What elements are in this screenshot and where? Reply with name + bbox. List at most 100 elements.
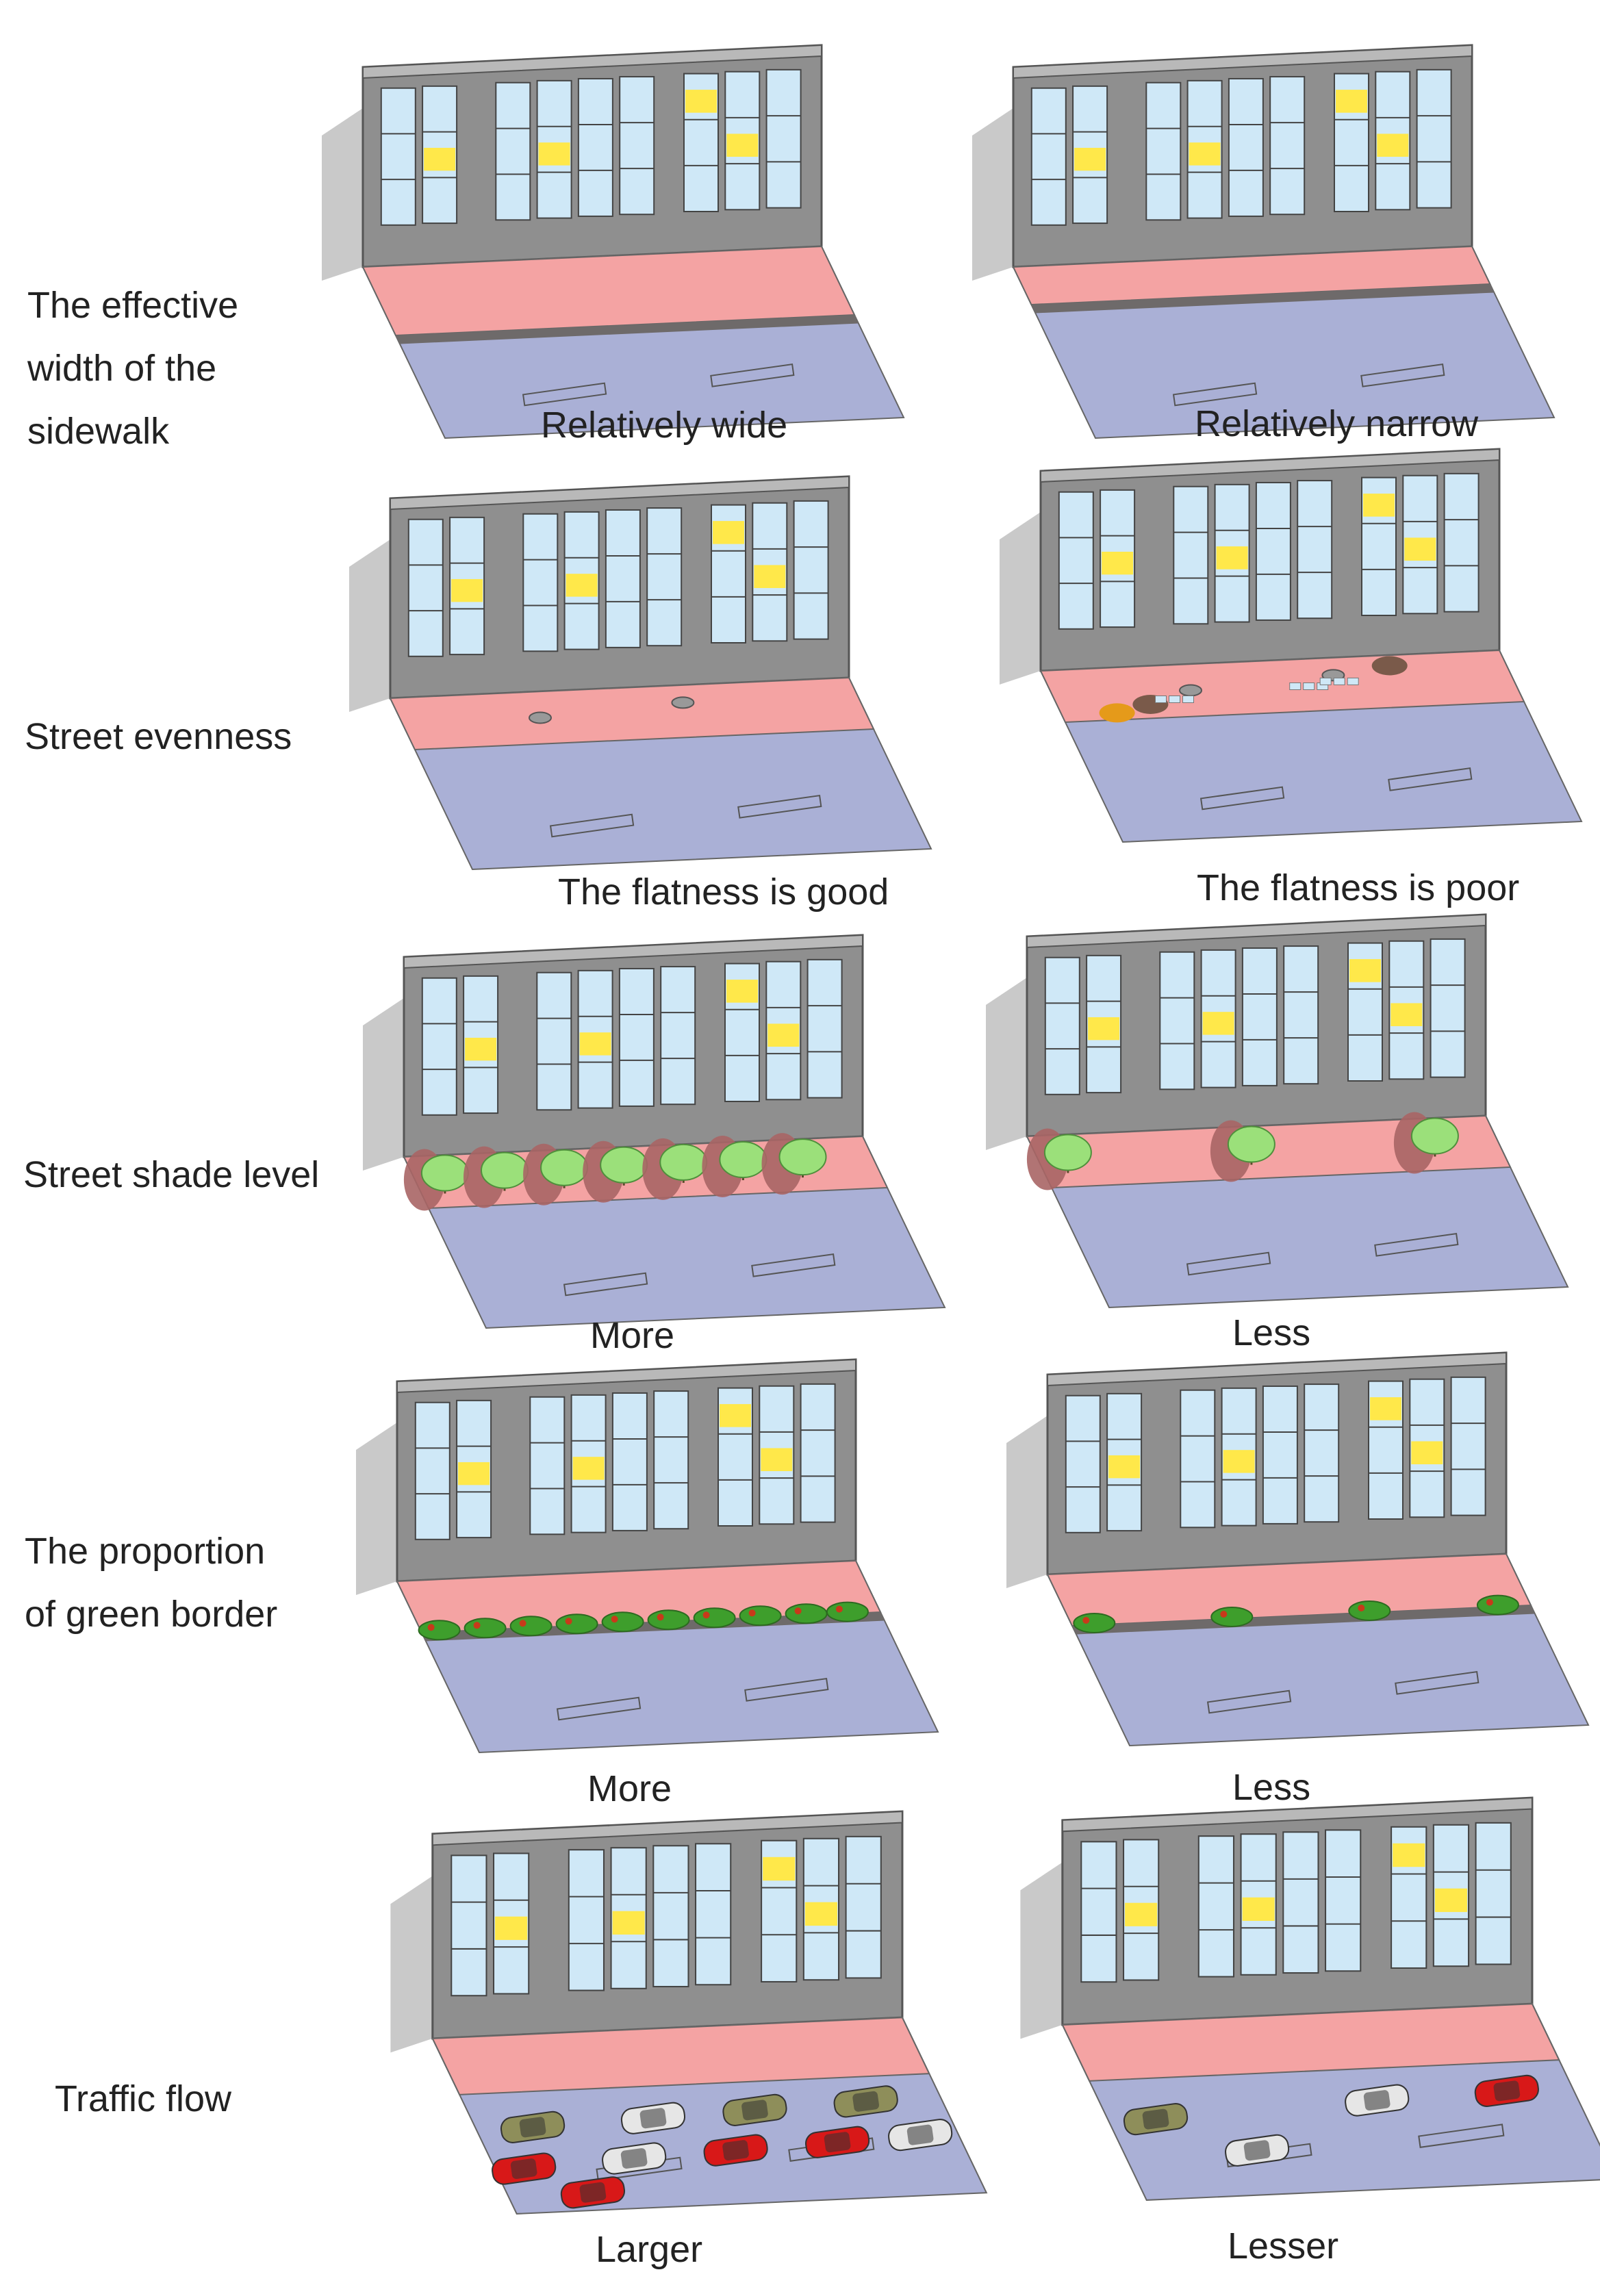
car-window	[579, 2182, 607, 2203]
window-column	[807, 958, 843, 1099]
row-label-street-evenness: Street evenness	[25, 716, 292, 757]
sidewalk	[1061, 2003, 1560, 2082]
shrub	[601, 1611, 644, 1633]
window-column	[1269, 76, 1306, 216]
building-shadow	[363, 998, 404, 1171]
caption-flatness-good: The flatness is good	[558, 871, 889, 913]
scene-flatness-good	[349, 475, 932, 871]
window-column	[414, 1401, 450, 1540]
window-column	[605, 509, 641, 648]
tree-canopy	[540, 1149, 589, 1186]
caption-traffic-lesser: Lesser	[1228, 2225, 1339, 2267]
building-parapet	[362, 44, 822, 79]
lit-window	[726, 133, 759, 157]
shrub	[418, 1620, 461, 1641]
lit-window	[1404, 537, 1436, 561]
building-parapet	[1040, 448, 1500, 483]
window-column	[1304, 1383, 1340, 1523]
building-shadow	[356, 1423, 397, 1595]
shrub	[464, 1618, 507, 1639]
debris	[1319, 677, 1332, 685]
road-drain	[744, 1677, 829, 1702]
window-column	[536, 971, 572, 1111]
window-column	[660, 966, 696, 1106]
window-column	[1325, 1829, 1362, 1972]
window-column	[1475, 1822, 1512, 1965]
building-shadow	[1020, 1862, 1063, 2039]
row-label-green-border: The proportion of green border	[25, 1531, 278, 1635]
window-column	[793, 500, 829, 640]
building-shadow	[349, 539, 390, 712]
lit-window	[1393, 1843, 1425, 1867]
shrub	[739, 1605, 782, 1627]
lit-window	[1336, 90, 1367, 113]
road-drain	[1172, 382, 1258, 407]
window-column	[1145, 81, 1182, 221]
window-column	[1262, 1385, 1298, 1525]
lit-window	[761, 1448, 793, 1472]
caption-relatively-narrow: Relatively narrow	[1195, 403, 1479, 444]
building-parapet	[431, 1811, 903, 1846]
window-column	[611, 1392, 648, 1531]
window-column	[765, 68, 802, 209]
car-window	[852, 2091, 879, 2112]
car-window	[722, 2140, 749, 2161]
car-window	[510, 2158, 537, 2180]
caption-shade-less: Less	[1232, 1312, 1311, 1353]
scene-traffic-more	[390, 1810, 988, 2215]
shrub-flower	[657, 1613, 664, 1621]
building-shadow	[1006, 1416, 1047, 1588]
lit-window	[804, 1902, 837, 1926]
building-shadow	[972, 108, 1013, 281]
building-parapet	[396, 1358, 856, 1394]
window-column	[1241, 947, 1278, 1086]
shrub	[647, 1609, 690, 1631]
manhole	[1179, 684, 1202, 697]
scene-shade-more	[363, 934, 946, 1329]
debris	[1182, 696, 1194, 703]
lit-window	[458, 1462, 490, 1485]
car-window	[1142, 2108, 1169, 2130]
building-parapet	[390, 475, 850, 511]
lit-window	[1202, 1012, 1234, 1035]
lit-window	[1088, 1017, 1120, 1041]
window-column	[1197, 1835, 1235, 1978]
tree-canopy	[1043, 1134, 1092, 1171]
window-column	[619, 76, 655, 216]
car-window	[1243, 2140, 1271, 2161]
road-drain	[563, 1272, 648, 1297]
car-window	[620, 2148, 648, 2169]
window-column	[1065, 1394, 1101, 1533]
shrub-flower	[794, 1607, 802, 1615]
road-drain	[710, 363, 795, 387]
shrub	[1210, 1607, 1254, 1627]
building-parapet	[403, 934, 863, 969]
window-column	[1180, 1389, 1216, 1529]
lit-window	[424, 147, 456, 171]
lit-window	[1411, 1441, 1443, 1465]
window-column	[577, 77, 613, 217]
window-column	[407, 518, 444, 657]
tree-canopy	[719, 1141, 767, 1178]
sidewalk	[431, 2017, 930, 2095]
window-column	[1228, 77, 1264, 217]
building-shadow	[390, 1876, 433, 2053]
window-column	[1450, 1376, 1486, 1516]
building-parapet	[1026, 913, 1486, 949]
caption-green-more: More	[587, 1768, 672, 1809]
lit-window	[579, 1032, 611, 1056]
window-column	[1044, 956, 1080, 1095]
shrub-flower	[748, 1609, 756, 1617]
lit-window	[1074, 147, 1106, 171]
road-drain	[549, 813, 635, 838]
window-column	[845, 1835, 882, 1979]
tree-canopy	[1227, 1125, 1275, 1163]
shrub-flower	[1082, 1617, 1090, 1624]
scene-traffic-less	[1020, 1796, 1600, 2201]
shrub-flower	[1220, 1611, 1228, 1618]
sidewalk	[389, 676, 875, 751]
road-drain	[1206, 1689, 1292, 1714]
road-drain	[1395, 1670, 1480, 1695]
shrub	[693, 1607, 736, 1629]
lit-window	[1108, 1455, 1141, 1479]
